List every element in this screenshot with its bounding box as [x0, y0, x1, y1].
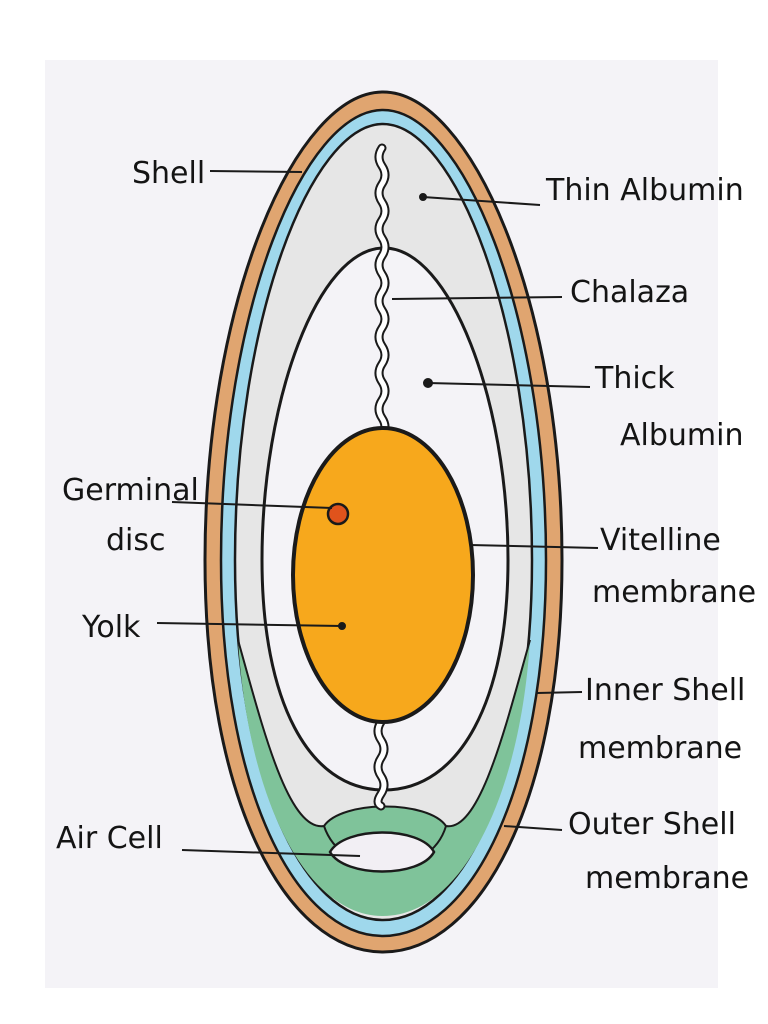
chalaza-top-inner — [376, 145, 388, 439]
labels: Shell Thin Albumin Chalaza Thick Albumin… — [56, 156, 756, 896]
leader-germinal-disc — [171, 501, 333, 509]
label-thick-albumin-line1: Thick — [594, 361, 675, 396]
label-thick-albumin-line2: Albumin — [620, 418, 744, 453]
label-germinal-disc-line1: Germinal — [62, 473, 199, 508]
leader-outer-shell — [503, 825, 563, 831]
label-chalaza: Chalaza — [570, 275, 689, 310]
air-cell — [328, 831, 436, 873]
label-germinal-disc-line2: disc — [106, 523, 166, 558]
yolk — [291, 426, 475, 724]
label-inner-shell-line2: membrane — [578, 731, 742, 766]
label-outer-shell-line1: Outer Shell — [568, 807, 736, 842]
label-thin-albumin: Thin Albumin — [545, 173, 744, 208]
air-cell-space — [238, 640, 530, 916]
label-vitelline-line2: membrane — [592, 575, 756, 610]
leader-yolk — [156, 622, 343, 627]
label-yolk: Yolk — [81, 610, 141, 645]
leader-air-cell — [181, 849, 361, 857]
label-inner-shell-line1: Inner Shell — [585, 673, 745, 708]
leader-shell — [209, 170, 303, 173]
leader-thick-albumin-dot — [423, 378, 433, 388]
leader-yolk-dot — [338, 622, 346, 630]
leader-chalaza — [391, 296, 563, 300]
leader-thin-albumin — [422, 196, 541, 206]
egg — [203, 90, 564, 954]
leader-thick-albumin — [427, 382, 591, 388]
label-vitelline-line1: Vitelline — [600, 523, 721, 558]
label-outer-shell-line2: membrane — [585, 861, 749, 896]
leader-thin-albumin-dot — [419, 193, 427, 201]
label-air-cell: Air Cell — [56, 821, 163, 856]
germinal-disc — [326, 502, 350, 526]
leader-inner-shell — [536, 691, 583, 694]
chalaza-bottom-inner — [375, 719, 387, 809]
label-shell: Shell — [132, 156, 205, 191]
leader-vitelline — [469, 544, 599, 549]
leader-lines — [156, 170, 599, 857]
